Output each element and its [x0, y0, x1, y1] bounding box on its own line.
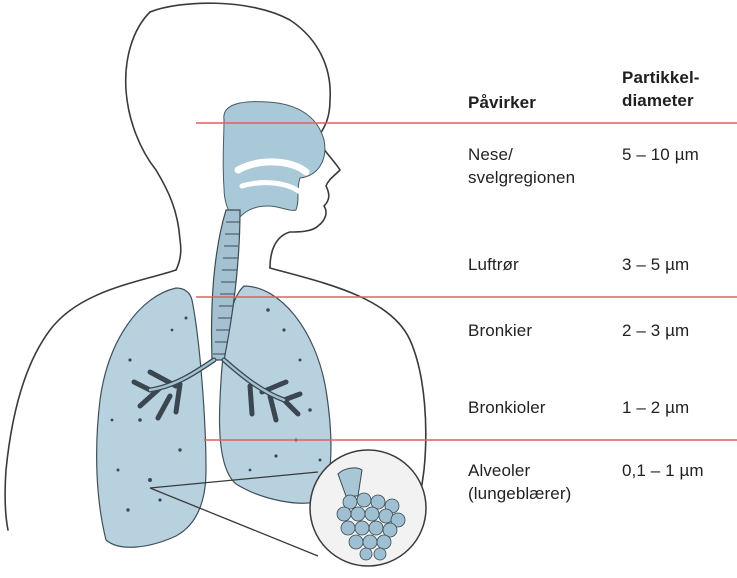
row-nose-label: Nese/ svelgregionen	[468, 143, 575, 189]
row-bronchi-label: Bronkier	[468, 319, 532, 342]
row-alveoli-label-line2: (lungeblærer)	[468, 482, 571, 505]
row-alveoli-label: Alveoler (lungeblærer)	[468, 459, 571, 505]
row-bronchi-diameter: 2 – 3 µm	[622, 319, 689, 342]
header-particle-diameter-line2: diameter	[622, 89, 700, 112]
header-particle-diameter-line1: Partikkel-	[622, 66, 700, 89]
row-nose-label-line1: Nese/	[468, 143, 575, 166]
row-nose-diameter: 5 – 10 µm	[622, 143, 699, 166]
row-bronchioles-label: Bronkioler	[468, 396, 546, 419]
header-particle-diameter: Partikkel- diameter	[622, 66, 700, 112]
nasal-throat-region	[223, 102, 325, 222]
row-alveoli-label-line1: Alveoler	[468, 459, 571, 482]
row-nose-label-line2: svelgregionen	[468, 166, 575, 189]
row-trachea-label: Luftrør	[468, 253, 519, 276]
alveoli-magnified	[310, 450, 426, 566]
row-bronchioles-diameter: 1 – 2 µm	[622, 396, 689, 419]
header-affects: Påvirker	[468, 91, 536, 114]
row-alveoli-diameter: 0,1 – 1 µm	[622, 459, 704, 482]
row-trachea-diameter: 3 – 5 µm	[622, 253, 689, 276]
